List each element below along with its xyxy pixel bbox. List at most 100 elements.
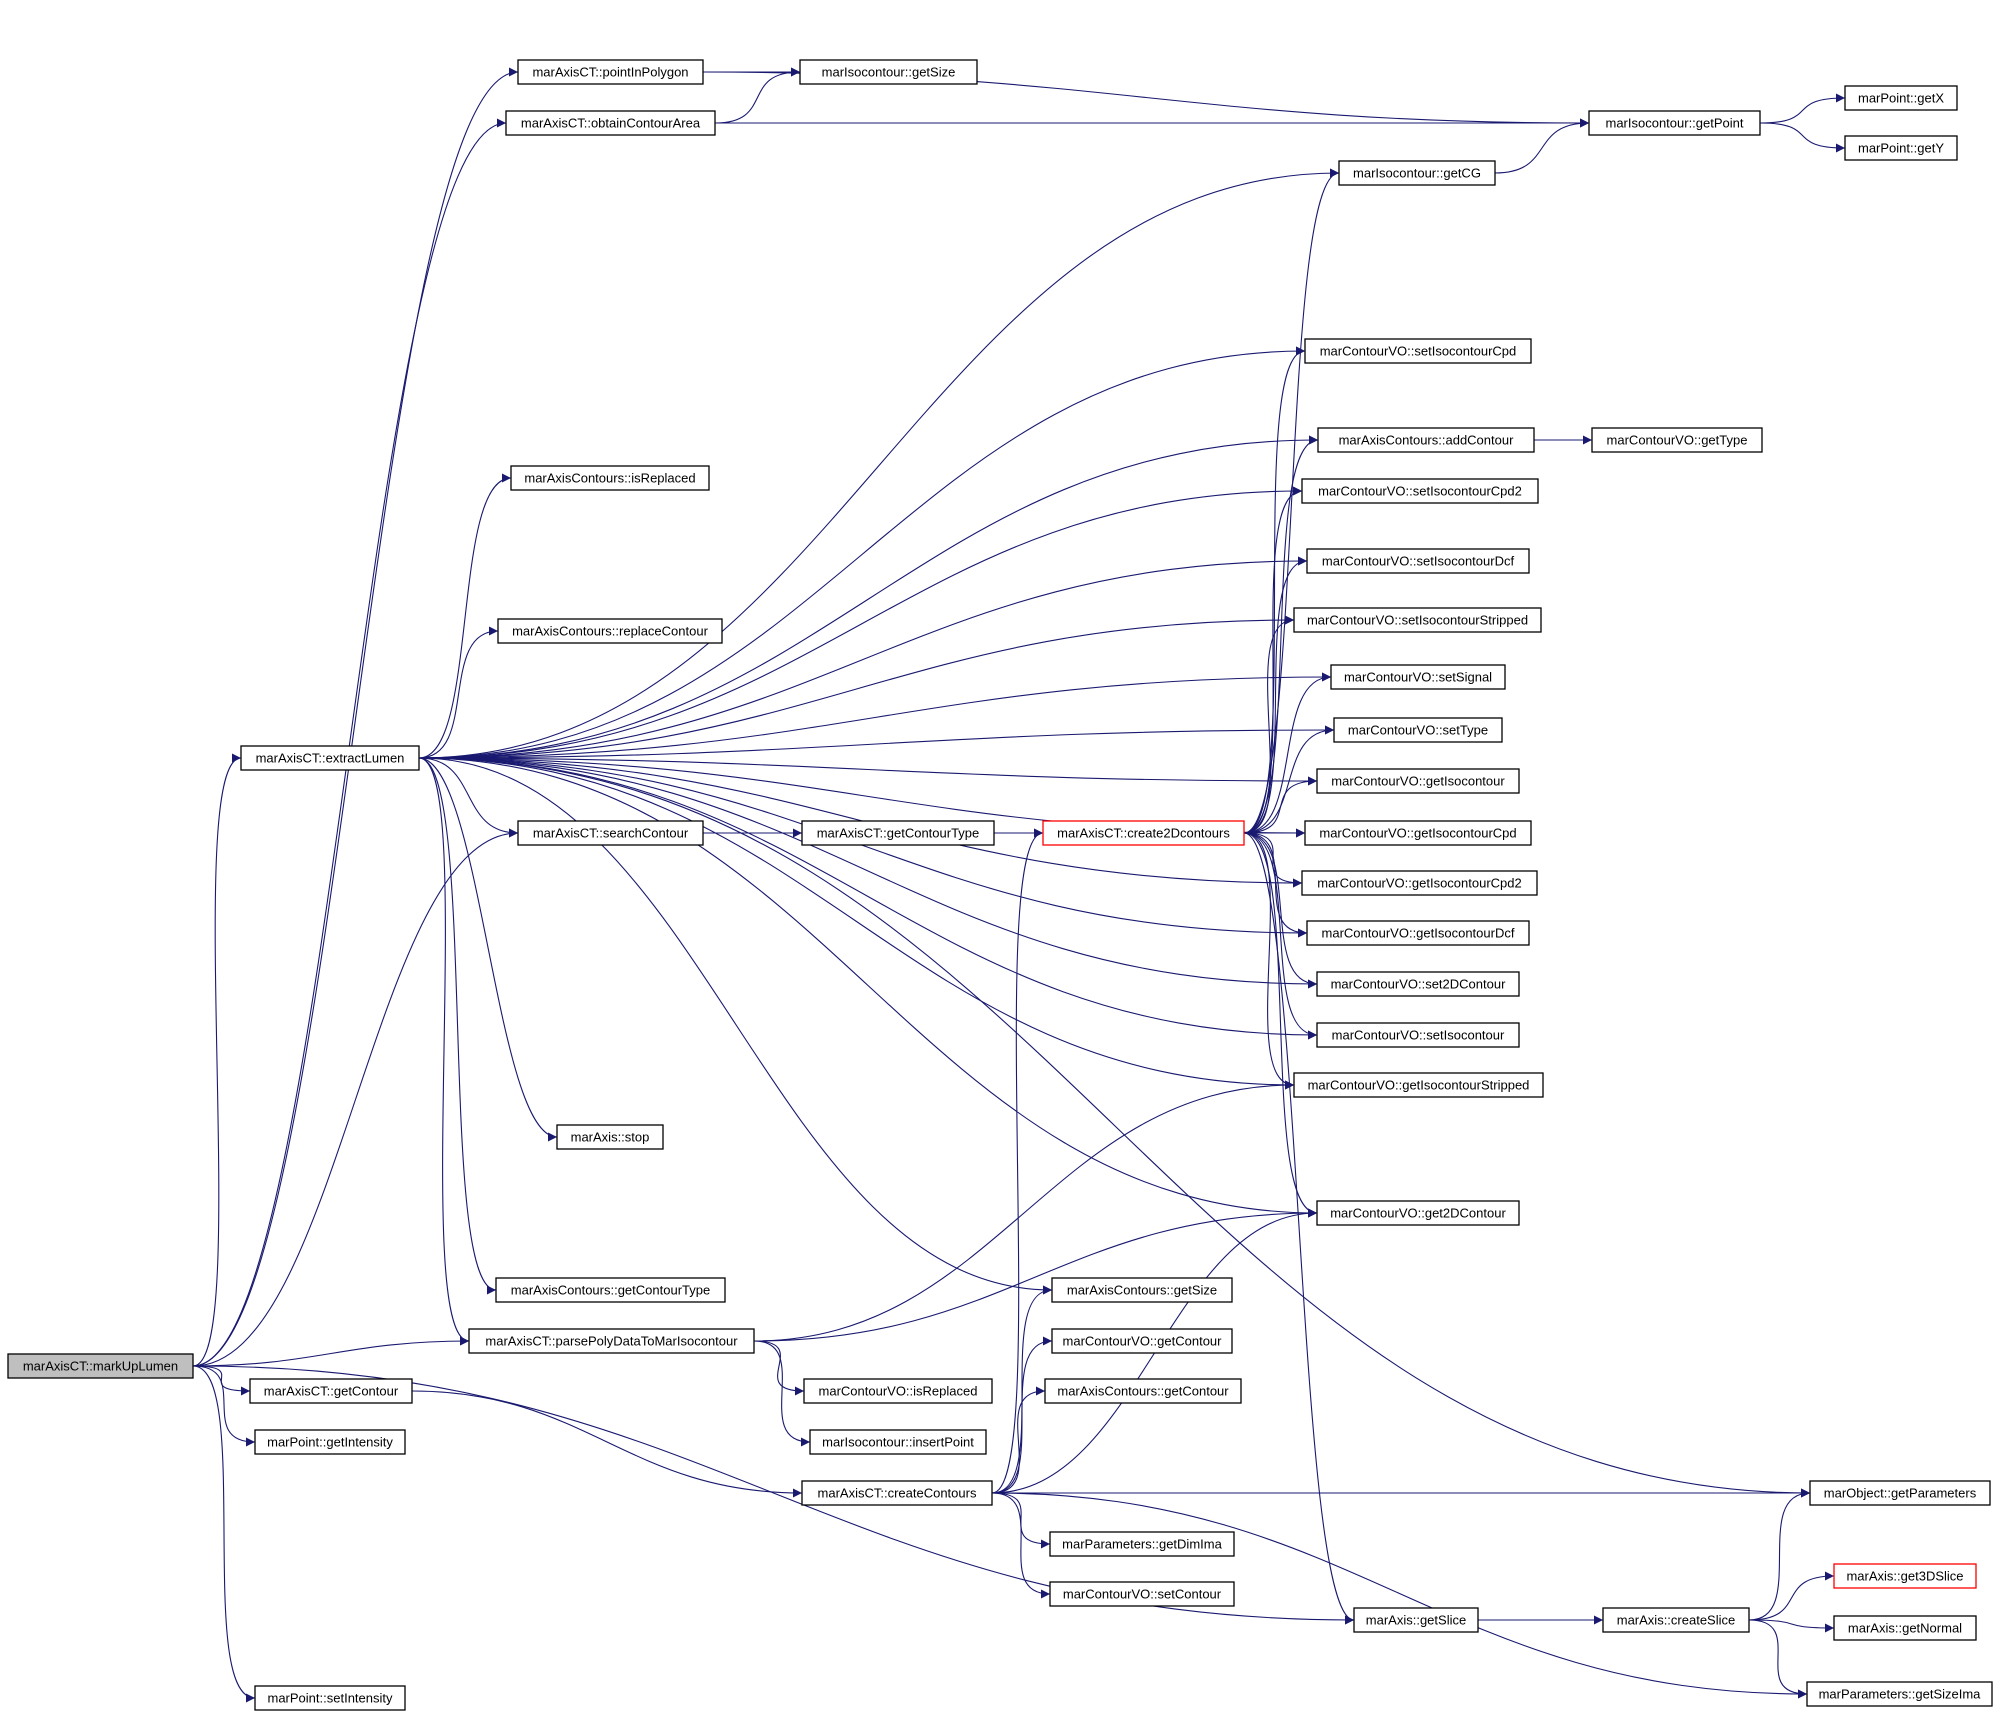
node-setType[interactable]: marContourVO::setType	[1333, 717, 1503, 743]
node-getIsocontourDcf[interactable]: marContourVO::getIsocontourDcf	[1306, 920, 1530, 946]
node-getIsocontourCpd2[interactable]: marContourVO::getIsocontourCpd2	[1301, 870, 1538, 896]
node-box	[505, 110, 716, 136]
edge-create2Dcontours-to-setIsocontourCpd2	[1243, 486, 1303, 834]
node-label: marAxis::createSlice	[1617, 1613, 1735, 1628]
node-vo_getContour[interactable]: marContourVO::getContour	[1051, 1328, 1233, 1354]
node-get2DContour[interactable]: marContourVO::get2DContour	[1316, 1200, 1520, 1226]
edge-markUpLumen-to-ct_getContour	[192, 1365, 251, 1396]
edge-createContours-to-getDimIma	[991, 1492, 1051, 1549]
node-box	[1809, 1480, 1991, 1506]
edge-markUpLumen-to-obtainContourArea	[192, 118, 507, 1367]
node-vo_getType[interactable]: marContourVO::getType	[1591, 427, 1763, 453]
edge-extractLumen-to-isReplaced_ac	[418, 473, 512, 759]
node-getSizeIma[interactable]: marParameters::getSizeIma	[1806, 1681, 1993, 1707]
node-setIsocontour[interactable]: marContourVO::setIsocontour	[1316, 1022, 1520, 1048]
node-axis_getNormal[interactable]: marAxis::getNormal	[1833, 1615, 1977, 1641]
node-getIsocontourStripped[interactable]: marContourVO::getIsocontourStripped	[1293, 1072, 1544, 1098]
node-label: marAxisContours::isReplaced	[524, 471, 695, 486]
edge-extractLumen-to-getIsocontour	[418, 757, 1318, 786]
node-vo_isReplaced[interactable]: marContourVO::isReplaced	[803, 1378, 993, 1404]
node-label: marContourVO::getType	[1607, 433, 1748, 448]
node-setIsocontourDcf[interactable]: marContourVO::setIsocontourDcf	[1306, 548, 1530, 574]
node-isReplaced_ac[interactable]: marAxisContours::isReplaced	[510, 465, 710, 491]
node-label: marContourVO::setType	[1348, 723, 1488, 738]
node-box	[240, 745, 420, 771]
node-box	[809, 1429, 987, 1455]
node-searchContour[interactable]: marAxisCT::searchContour	[517, 820, 704, 846]
node-axis_getSlice[interactable]: marAxis::getSlice	[1353, 1607, 1479, 1633]
node-box	[7, 1353, 194, 1379]
node-createContours[interactable]: marAxisCT::createContours	[801, 1480, 993, 1506]
node-label: marContourVO::set2DContour	[1331, 977, 1507, 992]
node-markUpLumen[interactable]: marAxisCT::markUpLumen	[7, 1353, 194, 1379]
node-ct_getContour[interactable]: marAxisCT::getContour	[249, 1378, 413, 1404]
node-label: marParameters::getDimIma	[1062, 1537, 1222, 1552]
node-iso_insertPoint[interactable]: marIsocontour::insertPoint	[809, 1429, 987, 1455]
node-extractLumen[interactable]: marAxisCT::extractLumen	[240, 745, 420, 771]
node-box	[495, 1277, 726, 1303]
node-setIsocontourStripped[interactable]: marContourVO::setIsocontourStripped	[1293, 607, 1542, 633]
node-pt_setIntensity[interactable]: marPoint::setIntensity	[254, 1685, 406, 1711]
node-label: marAxisContours::getContour	[1057, 1384, 1229, 1399]
node-box	[1304, 338, 1532, 364]
node-obtainContourArea[interactable]: marAxisCT::obtainContourArea	[505, 110, 716, 136]
node-label: marPoint::setIntensity	[268, 1691, 393, 1706]
edge-iso_getPoint-to-pt_getY	[1759, 122, 1846, 153]
node-box	[1844, 135, 1958, 161]
edge-create2Dcontours-to-axis_getSlice	[1243, 832, 1355, 1625]
node-box	[1051, 1277, 1233, 1303]
node-label: marAxisContours::getSize	[1067, 1283, 1217, 1298]
edge-obtainContourArea-to-iso_getSize	[714, 67, 801, 124]
node-label: marContourVO::getIsocontourDcf	[1322, 926, 1515, 941]
node-box	[1338, 160, 1496, 186]
node-axis_stop[interactable]: marAxis::stop	[556, 1124, 664, 1150]
node-getIsocontourCpd[interactable]: marContourVO::getIsocontourCpd	[1304, 820, 1532, 846]
node-label: marContourVO::setSignal	[1344, 670, 1492, 685]
node-getContourType_ct[interactable]: marAxisCT::getContourType	[801, 820, 995, 846]
node-label: marContourVO::setIsocontourDcf	[1322, 554, 1515, 569]
node-pt_getIntensity[interactable]: marPoint::getIntensity	[254, 1429, 406, 1455]
node-axis_createSlice[interactable]: marAxis::createSlice	[1602, 1607, 1750, 1633]
edge-extractLumen-to-replaceContour	[418, 626, 499, 759]
node-obj_getParameters[interactable]: marObject::getParameters	[1809, 1480, 1991, 1506]
node-pt_getY[interactable]: marPoint::getY	[1844, 135, 1958, 161]
node-box	[1306, 548, 1530, 574]
node-box	[1042, 820, 1245, 846]
node-box	[1306, 920, 1530, 946]
node-setIsocontourCpd[interactable]: marContourVO::setIsocontourCpd	[1304, 338, 1532, 364]
node-iso_getSize[interactable]: marIsocontour::getSize	[799, 59, 978, 85]
node-box	[1301, 870, 1538, 896]
node-box	[1051, 1328, 1233, 1354]
node-parsePolyData[interactable]: marAxisCT::parsePolyDataToMarIsocontour	[468, 1328, 755, 1354]
node-getIsocontour[interactable]: marContourVO::getIsocontour	[1316, 768, 1520, 794]
node-box	[1304, 820, 1532, 846]
call-edges	[192, 67, 1846, 1703]
node-box	[1591, 427, 1763, 453]
node-addContour[interactable]: marAxisContours::addContour	[1317, 427, 1535, 453]
node-create2Dcontours[interactable]: marAxisCT::create2Dcontours	[1042, 820, 1245, 846]
node-setSignal[interactable]: marContourVO::setSignal	[1330, 664, 1506, 690]
node-iso_getPoint[interactable]: marIsocontour::getPoint	[1588, 110, 1761, 136]
node-box	[1806, 1681, 1993, 1707]
node-pt_getX[interactable]: marPoint::getX	[1844, 85, 1958, 111]
node-replaceContour[interactable]: marAxisContours::replaceContour	[497, 618, 723, 644]
node-setIsocontourCpd2[interactable]: marContourVO::setIsocontourCpd2	[1301, 478, 1539, 504]
node-ac_getContour[interactable]: marAxisContours::getContour	[1044, 1378, 1242, 1404]
edge-extractLumen-to-setIsocontourDcf	[418, 556, 1308, 759]
node-box	[1293, 1072, 1544, 1098]
node-iso_getCG[interactable]: marIsocontour::getCG	[1338, 160, 1496, 186]
node-box	[1316, 768, 1520, 794]
node-pointInPolygon[interactable]: marAxisCT::pointInPolygon	[517, 59, 704, 85]
edge-createContours-to-getSizeIma	[991, 1492, 1808, 1699]
edge-extractLumen-to-setType	[418, 725, 1335, 759]
node-label: marAxisContours::replaceContour	[512, 624, 708, 639]
node-ac_getSize[interactable]: marAxisContours::getSize	[1051, 1277, 1233, 1303]
node-getDimIma[interactable]: marParameters::getDimIma	[1049, 1531, 1235, 1557]
node-label: marAxis::get3DSlice	[1846, 1569, 1963, 1584]
node-set2DContour[interactable]: marContourVO::set2DContour	[1316, 971, 1520, 997]
node-vo_setContour[interactable]: marContourVO::setContour	[1049, 1581, 1235, 1607]
call-nodes: marAxisCT::markUpLumen marAxisCT::pointIn…	[7, 59, 1993, 1711]
node-ac_getContourType[interactable]: marAxisContours::getContourType	[495, 1277, 726, 1303]
node-get3DSlice[interactable]: marAxis::get3DSlice	[1833, 1563, 1977, 1589]
